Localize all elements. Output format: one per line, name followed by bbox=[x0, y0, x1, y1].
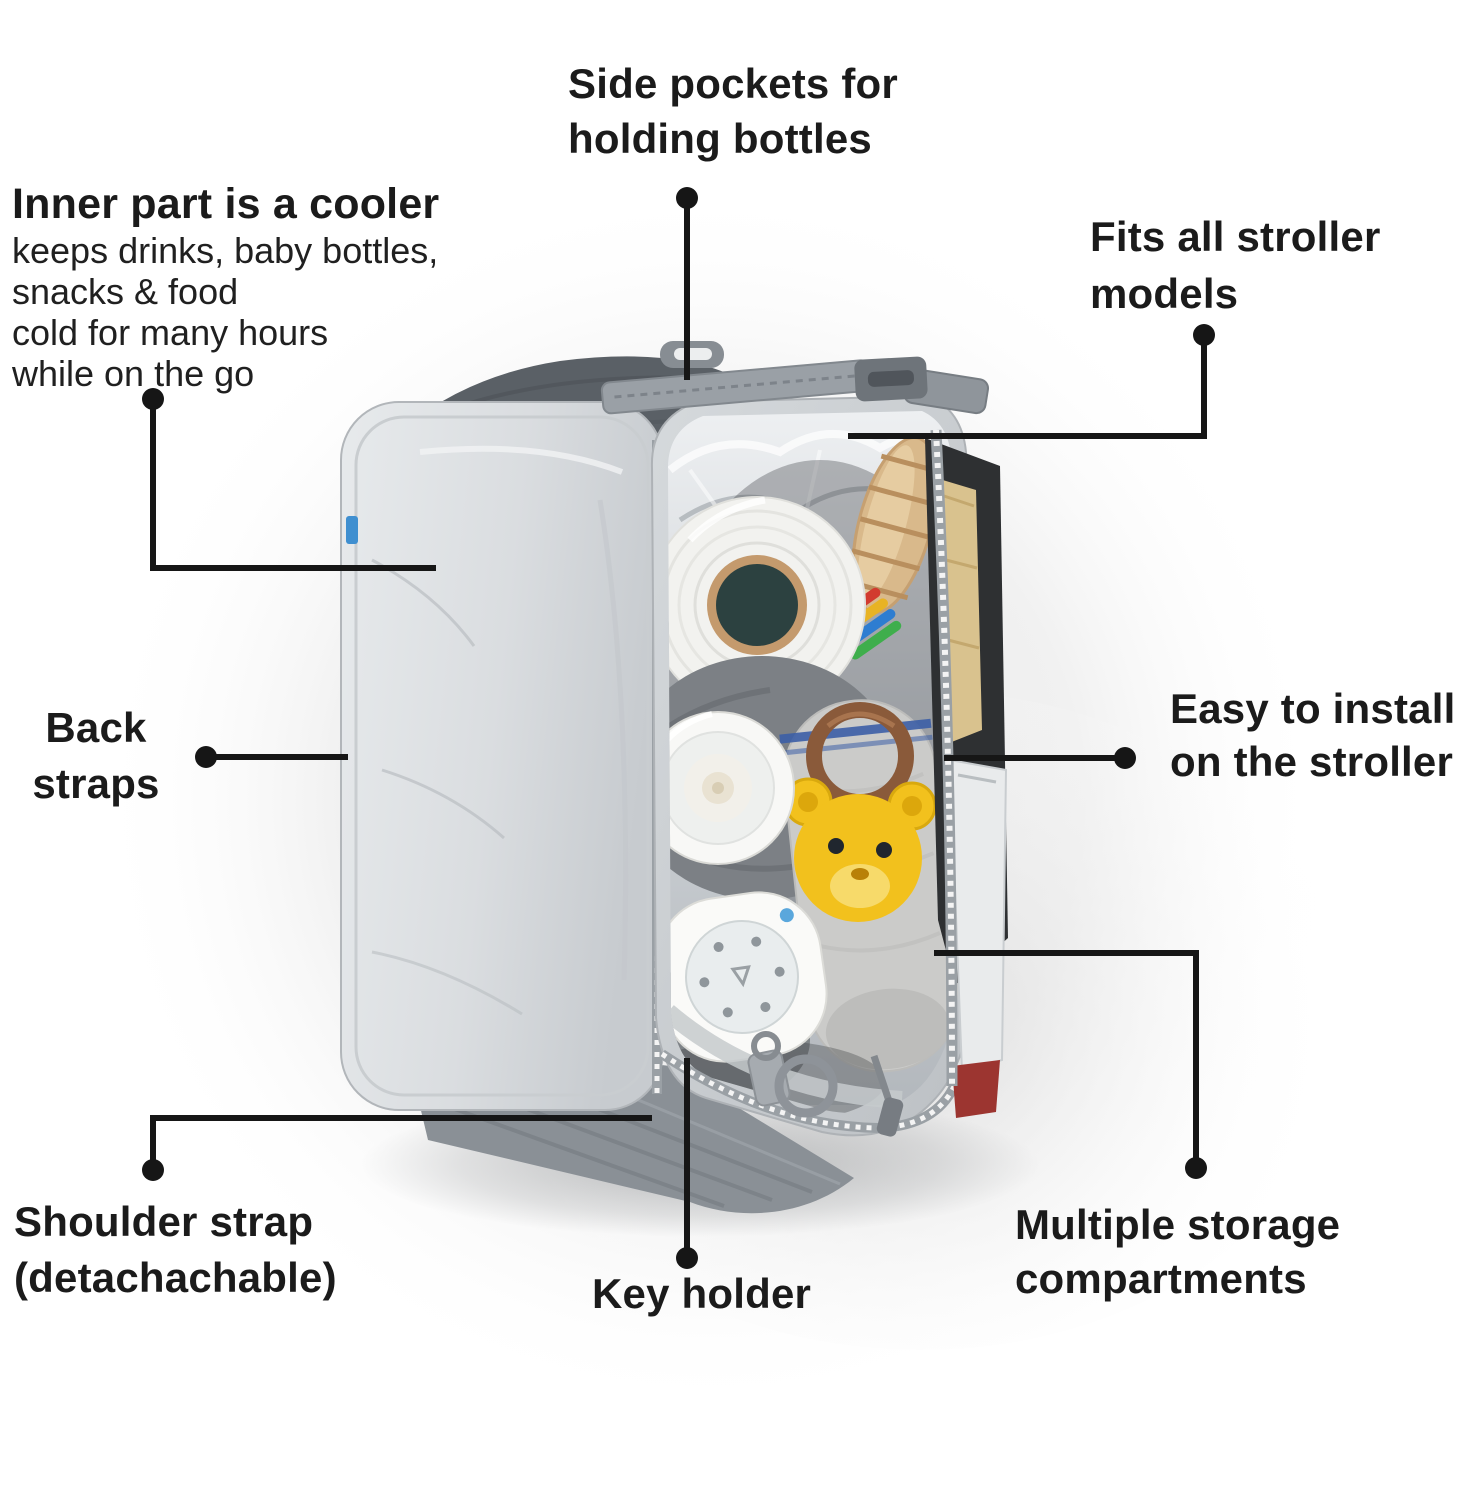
top-straps bbox=[600, 341, 990, 415]
callout-body-line: snacks & food bbox=[12, 271, 239, 312]
callout-shoulder-strap: Shoulder strap (detachachable) bbox=[14, 1194, 337, 1306]
white-pad-edge bbox=[948, 758, 1008, 1074]
callout-inner-cooler: Inner part is a cooler keeps drinks, bab… bbox=[12, 178, 439, 394]
callout-side-pockets: Side pockets for holding bottles bbox=[568, 56, 898, 166]
callout-line: Side pockets for bbox=[568, 60, 898, 107]
callout-line: (detachachable) bbox=[14, 1254, 337, 1301]
red-item bbox=[952, 1060, 1000, 1118]
leader-back-straps bbox=[195, 746, 348, 768]
callout-body-line: keeps drinks, baby bottles, bbox=[12, 230, 439, 271]
callout-line: compartments bbox=[1015, 1255, 1307, 1302]
callout-line: Easy to install bbox=[1170, 685, 1456, 732]
side-zipper-teeth bbox=[933, 429, 955, 1087]
leader-key-holder bbox=[676, 1058, 698, 1269]
callout-multiple-storage: Multiple storage compartments bbox=[1015, 1198, 1340, 1306]
zipper-pull bbox=[876, 1097, 904, 1137]
callout-line: models bbox=[1090, 270, 1239, 317]
leader-lines bbox=[142, 187, 1215, 1269]
blue-tag bbox=[346, 516, 358, 544]
callout-line: Fits all stroller bbox=[1090, 213, 1381, 260]
leader-easy-install bbox=[944, 747, 1136, 769]
leader-inner-cooler bbox=[142, 388, 436, 571]
leader-side-pockets bbox=[676, 187, 698, 380]
callout-line: straps bbox=[32, 760, 160, 807]
callout-line: Back bbox=[45, 704, 147, 751]
leader-shoulder-strap bbox=[142, 1115, 652, 1181]
baby-bottle-bottom bbox=[667, 891, 828, 1063]
callout-heading: Inner part is a cooler bbox=[12, 180, 440, 228]
cooler-flap bbox=[340, 401, 664, 1111]
strap-buckle bbox=[854, 356, 928, 402]
leader-fits-stroller bbox=[848, 324, 1215, 439]
bottom-zipper-and-keyring bbox=[659, 1031, 961, 1137]
callout-easy-install: Easy to install on the stroller bbox=[1170, 682, 1455, 788]
callout-line: Key holder bbox=[592, 1270, 812, 1317]
callout-line: Multiple storage bbox=[1015, 1201, 1341, 1248]
callout-key-holder: Key holder bbox=[592, 1266, 811, 1321]
callout-back-straps: Back straps bbox=[8, 700, 184, 812]
callout-body-line: cold for many hours bbox=[12, 312, 329, 353]
callout-line: on the stroller bbox=[1170, 738, 1454, 785]
leader-multiple-storage bbox=[934, 950, 1207, 1179]
callout-line: Shoulder strap bbox=[14, 1198, 314, 1245]
callout-fits-stroller: Fits all stroller models bbox=[1090, 208, 1381, 322]
bottom-zipper-teeth bbox=[660, 1051, 959, 1131]
callout-line: holding bottles bbox=[568, 115, 872, 162]
baby-bottle-top bbox=[667, 711, 795, 865]
bear-toy bbox=[783, 702, 937, 922]
callout-body-line: while on the go bbox=[12, 353, 255, 394]
